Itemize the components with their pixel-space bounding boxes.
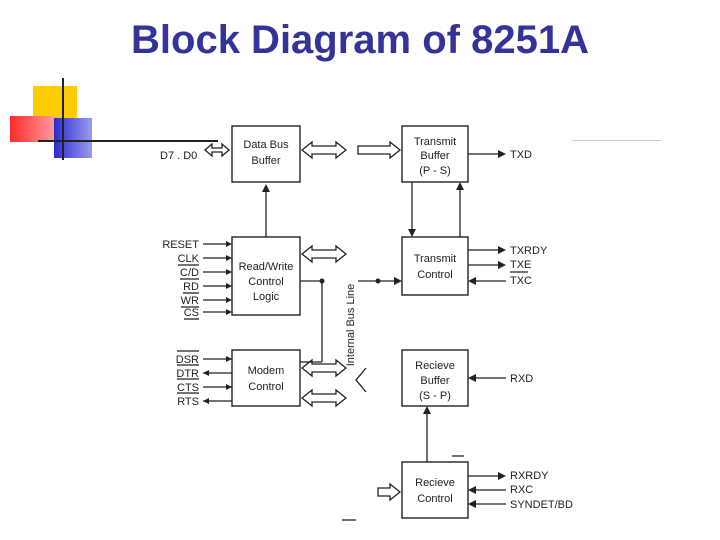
- block-label: Buffer: [251, 155, 280, 167]
- signal-label: CTS: [177, 382, 199, 394]
- deco-gray-line: [572, 140, 662, 141]
- block-label: Transmit: [414, 253, 456, 265]
- transmit-control-block: Transmit Control: [401, 236, 469, 296]
- bus-arrow-rw: [300, 244, 348, 264]
- transmit-control-signals: TXRDY TXE TXC: [468, 245, 548, 287]
- block-label: Buffer: [420, 375, 449, 387]
- txd-signal: TXD: [468, 149, 532, 161]
- data-bus-buffer-block: Data Bus Buffer: [231, 125, 301, 183]
- receive-control-signals: RXRDY RXC SYNDET/BD: [468, 470, 573, 511]
- signal-label: D7 . D0: [160, 150, 197, 162]
- signal-label: WR: [181, 295, 199, 307]
- block-label: Control: [417, 493, 452, 505]
- block-label: (S - P): [419, 390, 451, 402]
- deco-red-square: [10, 116, 54, 142]
- block-label: Control: [248, 381, 283, 393]
- bus-arrow-to-receive-control: [377, 482, 402, 502]
- signal-label: RXRDY: [510, 470, 549, 482]
- modem-control-block: Modem Control: [231, 349, 301, 407]
- block-label: Modem: [248, 365, 285, 377]
- signal-label: DSR: [176, 354, 199, 366]
- bus-arrow-data: [204, 142, 230, 158]
- bus-arrow-to-transmit-buffer: [357, 140, 402, 160]
- bus-arrow-dbb-tb: [300, 140, 348, 160]
- block-label: Transmit: [414, 136, 456, 148]
- signal-label: C/D: [180, 267, 199, 279]
- block-label: Control: [417, 269, 452, 281]
- block-label: Logic: [253, 291, 280, 303]
- signal-label: DTR: [176, 368, 199, 380]
- bus-arrow-modem: [300, 358, 348, 378]
- bus-arrows: [204, 140, 402, 502]
- block-label: Data Bus: [243, 139, 289, 151]
- signal-label: CS: [184, 307, 199, 319]
- block-label: Control: [248, 276, 283, 288]
- deco-horizontal-line: [38, 140, 218, 142]
- block-label: Recieve: [415, 360, 455, 372]
- block-label: (P - S): [419, 165, 451, 177]
- signal-label: RXC: [510, 484, 533, 496]
- block-label: Read/Write: [239, 261, 294, 273]
- read-write-control-block: Read/Write Control Logic: [231, 236, 301, 316]
- receive-buffer-block: Recieve Buffer (S - P): [401, 349, 469, 407]
- transmit-buffer-block: Transmit Buffer (P - S): [401, 125, 469, 183]
- signal-label: TXD: [510, 149, 532, 161]
- signal-label: TXRDY: [510, 245, 548, 257]
- slide-title: Block Diagram of 8251A: [131, 18, 589, 62]
- signal-label: CLK: [178, 253, 200, 265]
- modem-signals: DSR DTR CTS RTS: [176, 350, 232, 408]
- block-label: Recieve: [415, 477, 455, 489]
- internal-bus-label: Internal Bus Line: [345, 284, 357, 367]
- signal-label: RD: [183, 281, 199, 293]
- rxd-signal: RXD: [468, 373, 533, 385]
- signal-label: RESET: [162, 239, 199, 251]
- bus-arrow-modem-lower: [300, 388, 348, 408]
- bus-arrow-from-receive: [355, 367, 367, 393]
- signal-label: TXE: [510, 259, 531, 271]
- internal-connections: [262, 182, 464, 521]
- block-label: Buffer: [420, 150, 449, 162]
- signal-label: SYNDET/BD: [510, 499, 573, 511]
- signal-label: RXD: [510, 373, 533, 385]
- signal-label: RTS: [177, 396, 199, 408]
- signal-label: TXC: [510, 275, 532, 287]
- deco-blue-square: [54, 118, 92, 158]
- receive-control-block: Recieve Control: [401, 461, 469, 519]
- rw-inputs: RESET CLK C/D RD WR CS: [162, 239, 232, 320]
- data-bus-signal: D7 . D0: [160, 150, 197, 162]
- deco-vertical-line: [62, 78, 64, 160]
